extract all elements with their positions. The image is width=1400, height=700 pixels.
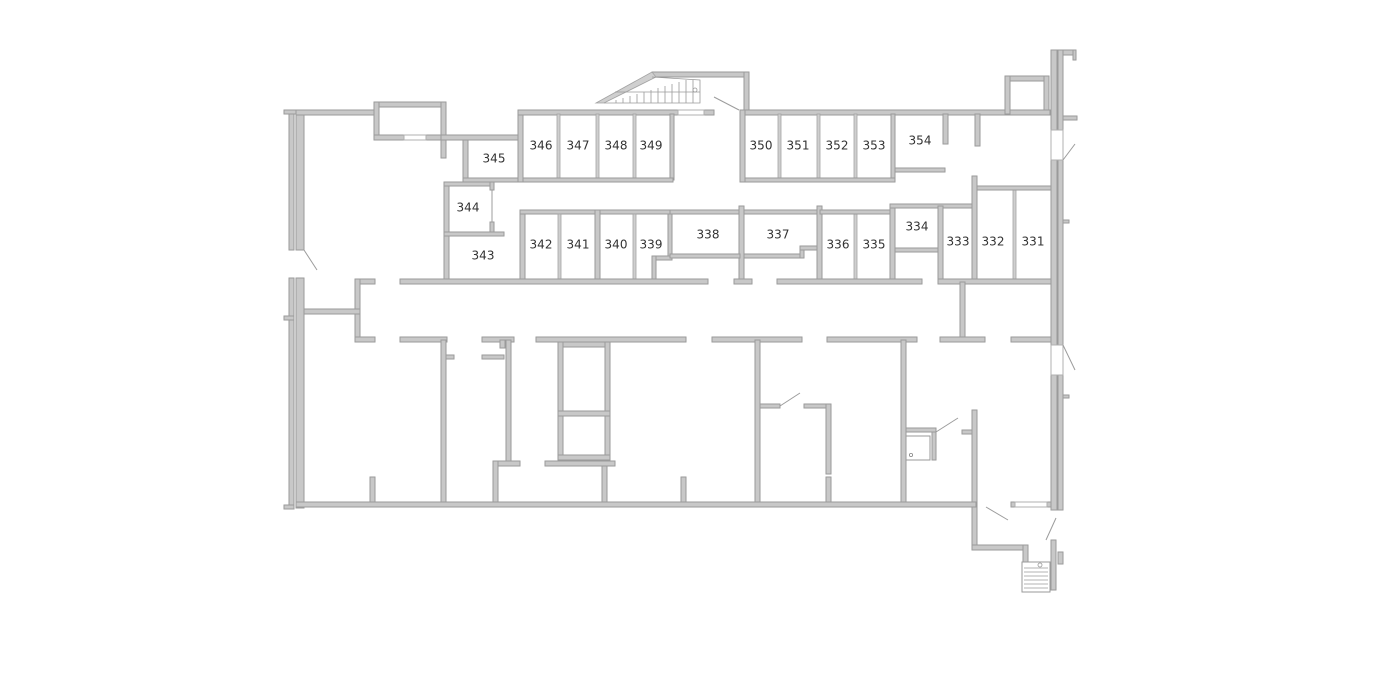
room-351[interactable] [781,114,817,179]
room-347[interactable] [560,114,596,179]
room-333[interactable] [943,207,973,278]
room-346[interactable] [524,114,558,179]
room-340[interactable] [600,214,633,278]
room-areas [449,114,1050,278]
room-343[interactable] [449,236,522,278]
room-335[interactable] [857,214,891,278]
door-swings [303,96,1076,541]
room-344[interactable] [449,186,492,232]
room-341[interactable] [561,214,595,278]
room-336[interactable] [821,214,855,278]
room-342[interactable] [525,214,558,278]
room-354[interactable] [895,114,943,170]
room-338[interactable] [671,214,739,256]
room-348[interactable] [599,114,634,179]
stairs [594,71,1051,593]
room-334[interactable] [896,208,939,248]
walls [283,49,1078,591]
room-349[interactable] [636,114,670,179]
room-352[interactable] [820,114,854,179]
room-332[interactable] [976,189,1013,278]
room-345[interactable] [467,143,520,179]
room-353[interactable] [857,114,891,179]
room-331[interactable] [1016,189,1050,278]
room-350[interactable] [744,114,779,179]
